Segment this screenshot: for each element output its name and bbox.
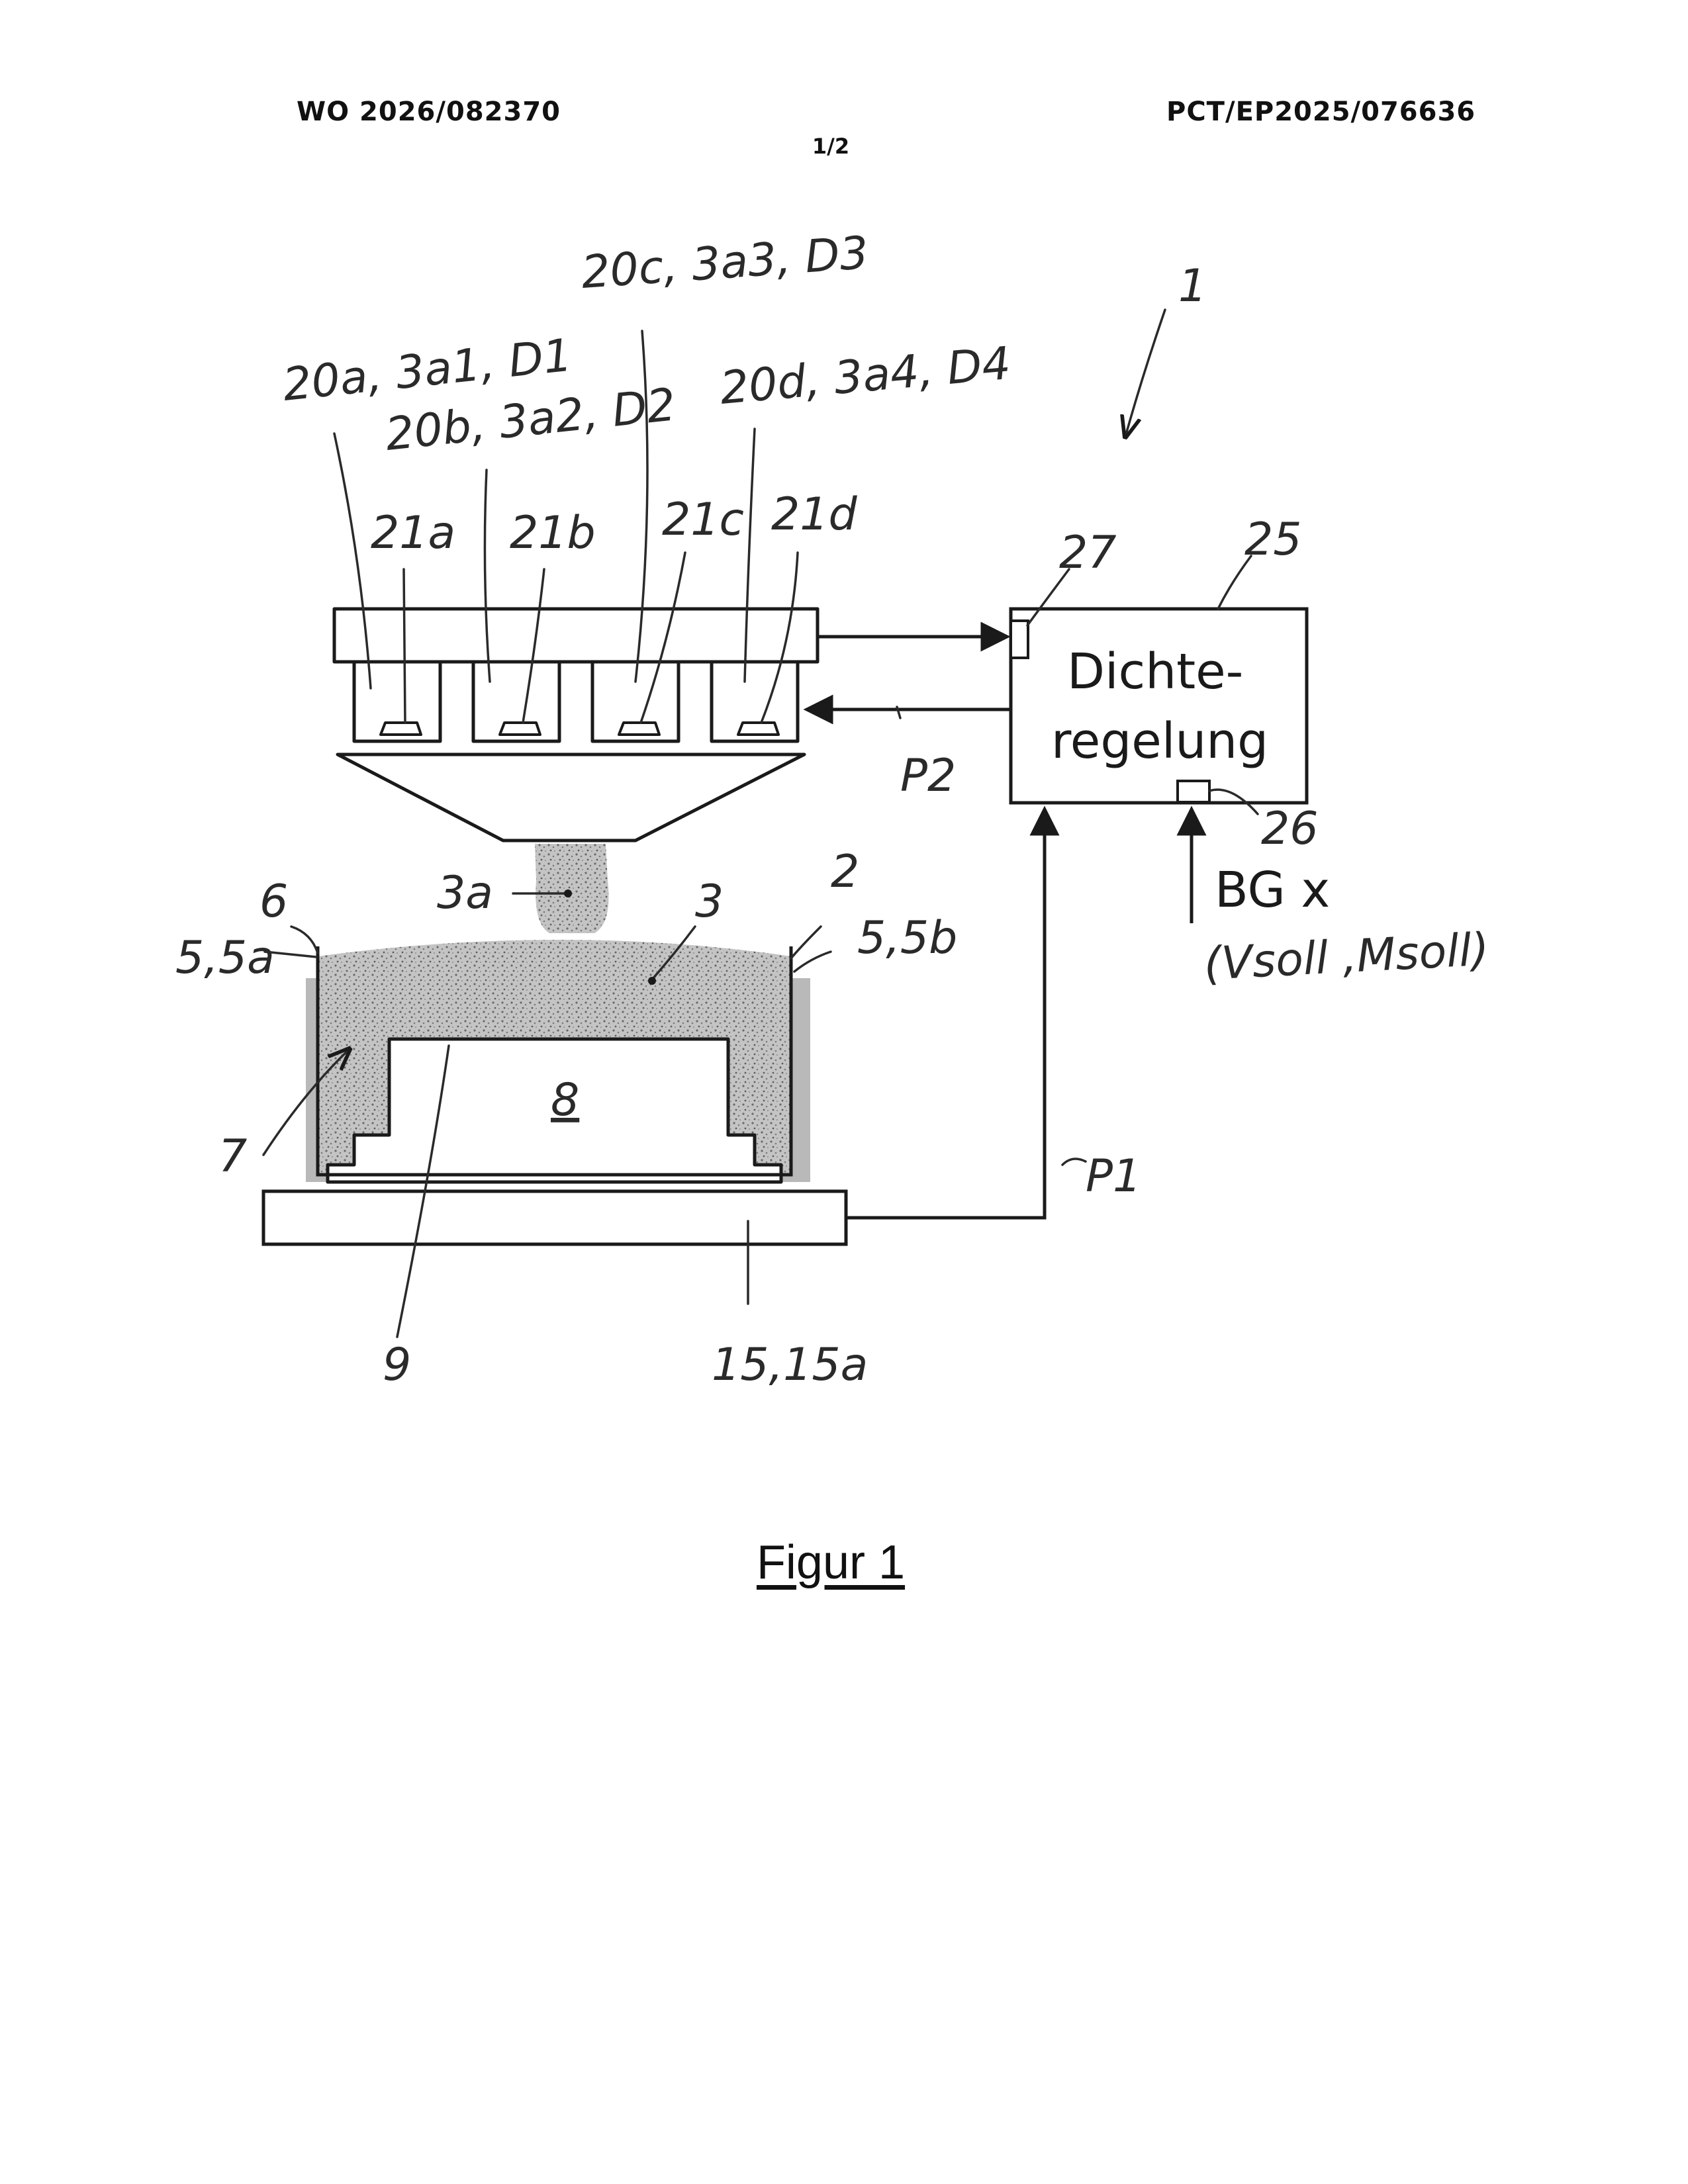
label-21a: 21a <box>371 507 455 559</box>
label-p1: P1 <box>1086 1150 1141 1203</box>
label-1: 1 <box>1178 260 1207 312</box>
label-21b: 21b <box>510 507 596 559</box>
label-2: 2 <box>831 846 859 898</box>
leader-5b <box>794 952 831 972</box>
funnel <box>338 754 804 841</box>
label-27: 27 <box>1059 527 1117 579</box>
label-p2: P2 <box>900 750 956 802</box>
signal-input-port <box>1011 621 1028 658</box>
label-9: 9 <box>383 1339 411 1391</box>
label-3a: 3a <box>437 867 493 919</box>
label-26: 26 <box>1261 803 1319 855</box>
leader-2 <box>791 927 821 958</box>
leader-1 <box>1125 310 1165 437</box>
leader-p1 <box>1062 1159 1086 1165</box>
label-15: 15,15a <box>712 1339 868 1391</box>
label-21c: 21c <box>662 494 744 546</box>
mold-assembly <box>306 940 810 1182</box>
scale <box>263 1191 846 1244</box>
label-8: 8 <box>551 1074 579 1126</box>
dosing-module-b <box>473 662 559 741</box>
leader-6 <box>291 927 318 953</box>
stream-marker-dot <box>564 889 572 897</box>
dosing-module-a <box>354 662 440 741</box>
material-marker-dot <box>648 977 656 985</box>
label-6: 6 <box>259 876 288 928</box>
controller-label-line1: Dichte- <box>1067 643 1243 700</box>
patent-figure-1: Dichte- regelung 20c, 3a3, D3 <box>0 0 1688 1522</box>
label-3: 3 <box>695 876 724 928</box>
figure-caption: Figur 1 <box>0 1535 1662 1590</box>
signal-line-p1 <box>846 809 1045 1218</box>
setpoint-label-values: (Vsoll ,Msoll) <box>1203 924 1491 991</box>
label-25: 25 <box>1244 514 1302 566</box>
label-20c: 20c, 3a3, D3 <box>580 227 870 299</box>
controller-label-line2: regelung <box>1051 713 1268 770</box>
setpoint-label-bgx: BG x <box>1215 862 1330 919</box>
label-5a: 5,5a <box>175 932 275 984</box>
label-21d: 21d <box>771 488 858 541</box>
leader-21a <box>404 569 405 723</box>
material-stream <box>535 844 608 933</box>
label-7: 7 <box>218 1130 247 1183</box>
label-20d: 20d, 3a4, D4 <box>718 338 1013 415</box>
dosing-module-d <box>712 662 798 741</box>
density-controller-box <box>1011 609 1307 803</box>
setpoint-input-port <box>1178 781 1209 802</box>
label-5b: 5,5b <box>857 912 957 964</box>
